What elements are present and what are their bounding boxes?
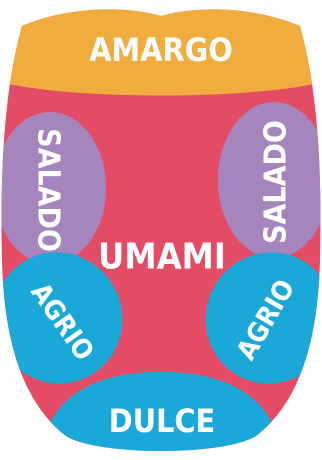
umami-label: UMAMI [98, 237, 226, 278]
bitter-label: AMARGO [89, 31, 232, 69]
salty-label-left: SALADO [31, 128, 66, 252]
sweet-label: DULCE [109, 402, 215, 440]
salty-label-right: SALADO [259, 120, 294, 244]
